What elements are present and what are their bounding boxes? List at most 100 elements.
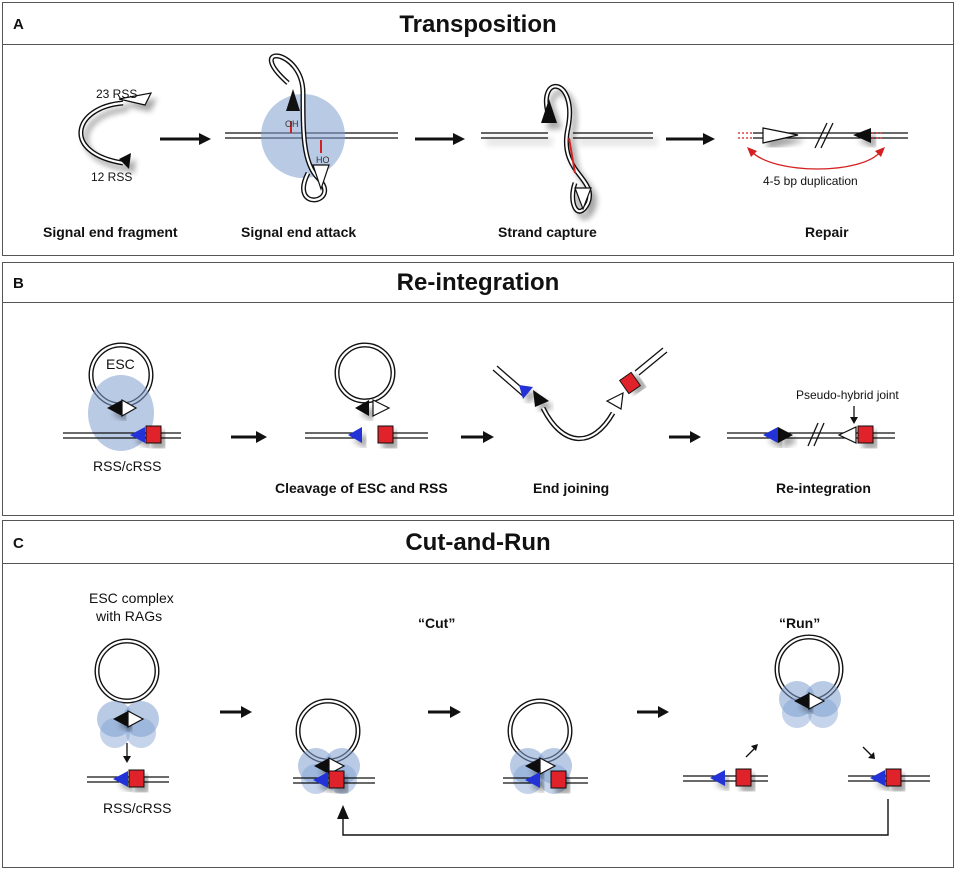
white-triangle-icon <box>127 710 145 728</box>
signal-end-attack <box>225 53 398 203</box>
cut-complex-bound <box>293 698 375 794</box>
panel-a: A Transposition 23 RSS 12 RSS Signal end… <box>2 2 954 256</box>
signal-end-fragment <box>78 92 153 169</box>
label-pseudo-hybrid-joint: Pseudo-hybrid joint <box>796 388 899 402</box>
white-triangle-icon <box>808 692 826 710</box>
step-repair: Repair <box>805 224 849 240</box>
black-triangle-icon <box>525 758 540 774</box>
white-triangle-icon <box>328 757 346 775</box>
strand-capture <box>481 83 653 214</box>
esc-complex-with-rags <box>87 638 169 788</box>
panel-c-header: C Cut-and-Run <box>3 521 953 564</box>
cut-complex-cleaved <box>503 698 588 794</box>
arrow-head-icon <box>199 133 211 145</box>
arrow-head-icon <box>241 706 252 718</box>
panel-c: C Cut-and-Run ESC complex with RAGs “Cut… <box>2 520 954 868</box>
step-end-joining: End joining <box>533 480 609 496</box>
end-joining <box>492 347 668 442</box>
label-ho: HO <box>316 155 330 165</box>
panel-c-diagram: ESC complex with RAGs “Cut” “Run” RSS/cR… <box>87 590 930 836</box>
step-cleavage: Cleavage of ESC and RSS <box>275 480 448 496</box>
blue-triangle-icon <box>763 427 778 443</box>
black-triangle-icon <box>853 128 871 143</box>
arrow-head-icon <box>703 133 715 145</box>
black-triangle-icon <box>355 400 369 416</box>
red-square-icon <box>145 425 162 444</box>
red-square-icon <box>885 768 902 787</box>
panel-b-title: Re-integration <box>396 269 560 296</box>
white-triangle-icon <box>312 164 330 191</box>
red-square-icon <box>377 425 394 444</box>
cleavage <box>305 342 428 444</box>
label-duplication: 4-5 bp duplication <box>763 174 858 188</box>
red-square-icon <box>618 371 642 395</box>
black-triangle-icon <box>541 99 557 123</box>
red-square-icon <box>550 770 567 789</box>
label-esc: ESC <box>106 356 135 372</box>
panel-c-title: Cut-and-Run <box>405 529 551 556</box>
red-square-icon <box>735 768 752 787</box>
arrow-head-icon <box>658 706 669 718</box>
label-esc-complex-line1: ESC complex <box>89 590 174 606</box>
label-esc-complex-line2: with RAGs <box>95 608 162 624</box>
label-12-rss: 12 RSS <box>91 170 132 184</box>
label-oh: OH <box>285 119 299 129</box>
white-triangle-icon <box>372 399 391 417</box>
step-strand-capture: Strand capture <box>498 224 597 240</box>
blue-triangle-icon <box>313 772 328 788</box>
arrow-head-icon <box>453 133 465 145</box>
arrow-head-icon <box>690 431 701 443</box>
panel-a-header: A Transposition <box>3 3 953 45</box>
arrow-head-icon <box>483 431 494 443</box>
label-cut: “Cut” <box>418 615 455 631</box>
panel-a-title: Transposition <box>399 11 557 38</box>
black-triangle-icon <box>794 693 809 709</box>
white-triangle-icon <box>837 426 857 444</box>
panel-a-letter: A <box>13 16 24 33</box>
black-triangle-icon <box>533 390 549 407</box>
label-rss-crss-c: RSS/cRSS <box>103 800 171 816</box>
label-23-rss: 23 RSS <box>96 87 137 101</box>
blue-triangle-icon <box>130 427 145 443</box>
arrow-up-icon <box>337 805 349 819</box>
run-cleaved-rss <box>683 768 768 787</box>
step-signal-end-fragment: Signal end fragment <box>43 224 178 240</box>
panel-c-letter: C <box>13 535 24 552</box>
return-loop-arrow <box>342 799 889 836</box>
step-signal-end-attack: Signal end attack <box>241 224 356 240</box>
blue-triangle-icon <box>113 771 128 787</box>
blue-triangle-icon <box>710 770 725 786</box>
arrow-diagonal-up-icon <box>745 747 756 758</box>
black-triangle-icon <box>286 89 300 111</box>
black-triangle-icon <box>113 711 128 727</box>
esc-binding <box>63 342 181 451</box>
blue-triangle-icon <box>870 770 885 786</box>
arrow-diagonal-down-icon <box>862 746 873 757</box>
run-released-complex <box>774 634 844 728</box>
white-triangle-icon <box>118 92 153 106</box>
red-square-icon <box>857 425 874 444</box>
panel-a-diagram: 23 RSS 12 RSS Signal end fragment OH HO … <box>43 53 908 240</box>
red-square-icon <box>328 770 345 789</box>
white-triangle-icon <box>539 757 557 775</box>
white-triangle-icon <box>605 391 624 410</box>
re-integration-product <box>727 406 895 447</box>
arrow-down-icon <box>850 417 858 424</box>
blue-triangle-icon <box>519 385 533 399</box>
repair-product <box>738 122 908 170</box>
blue-triangle-icon <box>348 427 362 443</box>
panel-b-letter: B <box>13 275 24 292</box>
white-triangle-icon <box>762 127 799 144</box>
red-square-icon <box>128 769 145 788</box>
arrow-down-icon <box>123 756 131 763</box>
arrow-head-icon <box>450 706 461 718</box>
white-triangle-icon <box>574 187 592 211</box>
run-target-rss <box>848 768 930 787</box>
arrow-head-icon <box>256 431 267 443</box>
black-triangle-icon <box>314 758 329 774</box>
black-triangle-icon <box>107 400 122 416</box>
panel-b-header: B Re-integration <box>3 263 953 303</box>
black-triangle-icon <box>119 153 131 169</box>
step-re-integration: Re-integration <box>776 480 871 496</box>
panel-b-diagram: ESC RSS/cRSS Cleavage of ESC and RSS <box>63 342 899 496</box>
